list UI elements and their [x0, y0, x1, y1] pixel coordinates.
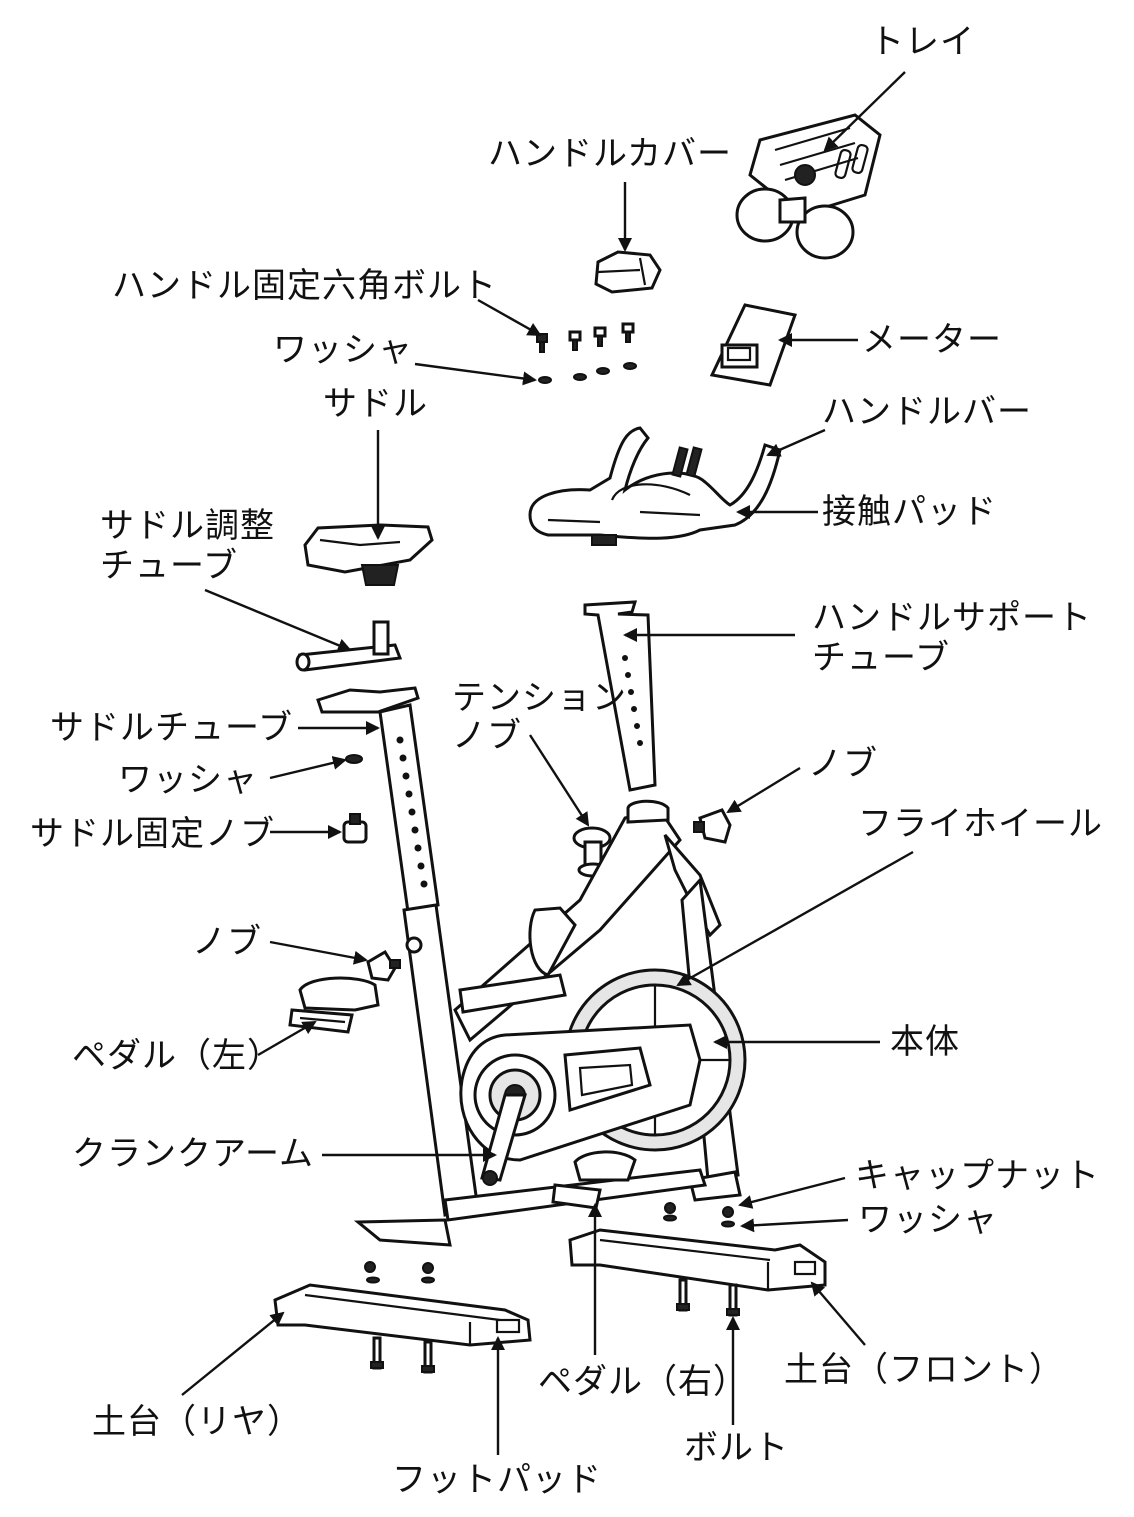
front-base-part — [568, 1228, 827, 1292]
label-body: 本体 — [890, 1022, 960, 1062]
mid-washer — [345, 754, 363, 764]
label-washer-bottom: ワッシャ — [858, 1200, 998, 1240]
label-knob-right: ノブ — [808, 744, 878, 784]
meter-part — [709, 303, 797, 387]
pedal-left-part — [288, 976, 380, 1034]
cap-nuts-and-washers — [364, 1202, 735, 1284]
saddle-part — [303, 523, 434, 586]
label-foot-pad: フットパッド — [392, 1460, 602, 1500]
label-tension-knob-2: ノブ — [452, 716, 522, 756]
handle-hex-bolts — [536, 322, 635, 353]
label-base-front: 土台（フロント） — [784, 1350, 1064, 1390]
label-knob-left: ノブ — [192, 922, 262, 962]
label-pedal-right: ペダル（右） — [538, 1362, 748, 1402]
label-meter: メーター — [862, 320, 1002, 360]
label-cap-nut: キャップナット — [855, 1156, 1100, 1196]
saddle-fix-knob-part — [342, 813, 368, 844]
base-bolts — [370, 1278, 740, 1374]
label-tray: トレイ — [870, 22, 975, 62]
saddle-tube-part — [316, 686, 440, 914]
main-body-frame — [353, 799, 747, 1247]
leader-arrows — [181, 71, 914, 1455]
saddle-adjust-tube-part — [295, 620, 403, 672]
label-pedal-left: ペダル（左） — [72, 1036, 282, 1076]
knob-left-part — [366, 949, 401, 982]
knob-right-part — [693, 808, 732, 844]
rear-base-part — [273, 1283, 532, 1347]
label-bolt: ボルト — [684, 1428, 789, 1468]
tray-part — [735, 113, 882, 260]
top-washers — [538, 362, 637, 384]
label-saddle-tube: サドルチューブ — [50, 708, 293, 748]
label-flywheel: フライホイール — [858, 804, 1103, 844]
label-handle-support-tube-1: ハンドルサポート — [812, 598, 1092, 638]
label-washer-mid: ワッシャ — [118, 760, 258, 800]
label-handle-support-tube-2: チューブ — [812, 638, 950, 678]
label-crank-arm: クランクアーム — [72, 1134, 314, 1174]
label-tension-knob-1: テンション — [452, 678, 627, 718]
handlebar-part — [528, 426, 782, 546]
label-handle-hex-bolt: ハンドル固定六角ボルト — [112, 266, 497, 306]
label-handle-cover: ハンドルカバー — [488, 134, 732, 174]
label-washer-top: ワッシャ — [273, 330, 413, 370]
label-saddle-fix-knob: サドル固定ノブ — [30, 814, 275, 854]
handle-support-tube-part — [583, 600, 657, 792]
label-saddle-adjust-tube-1: サドル調整 — [100, 506, 275, 546]
label-saddle: サドル — [323, 384, 428, 424]
label-contact-pad: 接触パッド — [822, 492, 997, 532]
label-base-rear: 土台（リヤ） — [92, 1402, 302, 1442]
label-handlebar: ハンドルバー — [822, 392, 1032, 432]
label-saddle-adjust-tube-2: チューブ — [100, 546, 238, 586]
handle-cover-part — [594, 250, 662, 294]
